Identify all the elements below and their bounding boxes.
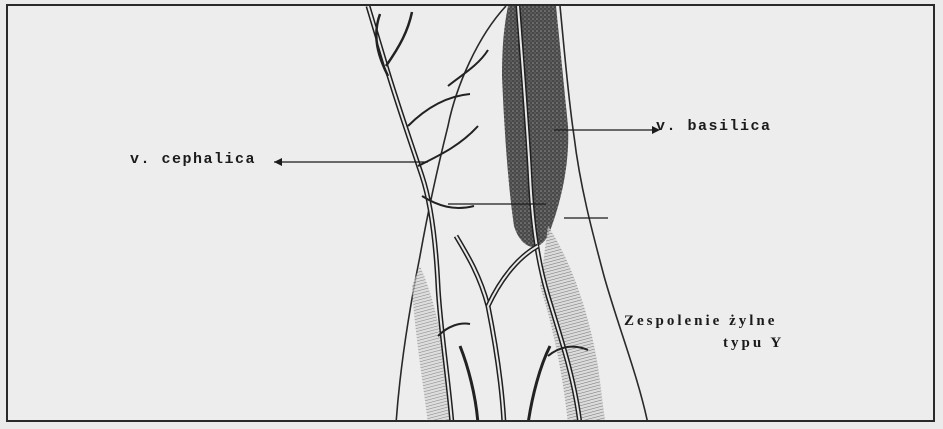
forearm-veins-illustration [8, 6, 935, 422]
vein-branch [408, 94, 470, 126]
vein-branch [528, 346, 550, 422]
vein-median [488, 246, 538, 306]
label-anastomosis-line2: typu Y [723, 335, 784, 352]
muscle-shading [502, 6, 568, 247]
label-basilica: v. basilica [656, 118, 772, 135]
vein-branch [418, 126, 478, 166]
label-anastomosis-line1: Zespolenie żylne [624, 313, 777, 330]
vein-branch [460, 346, 478, 422]
figure-frame: v. basilica v. cephalica Zespolenie żyln… [6, 4, 935, 422]
vein-branch [386, 12, 412, 66]
vein-median [456, 236, 504, 422]
vein-branch [448, 50, 488, 86]
arrow-head [274, 158, 282, 166]
label-cephalica: v. cephalica [130, 151, 256, 168]
forearm-outline [396, 6, 506, 422]
vein-median [488, 246, 538, 306]
vein-median [456, 236, 504, 422]
